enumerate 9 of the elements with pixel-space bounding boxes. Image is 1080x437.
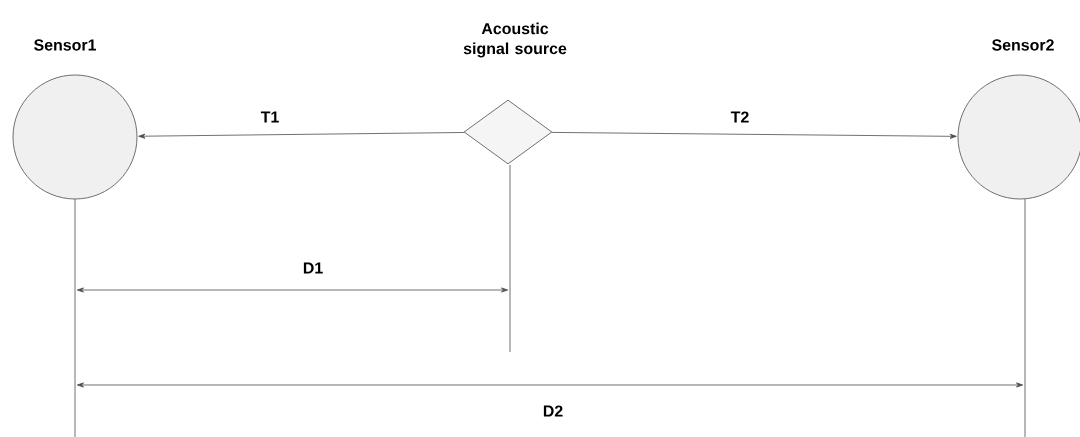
node-heading: Acoustic signal source (463, 22, 567, 58)
node-heading: Sensor1 (34, 39, 96, 51)
dimension-label: D1 (303, 262, 323, 274)
arrow (138, 132, 465, 139)
dimension-label: D2 (543, 405, 563, 417)
edge-label: T2 (729, 110, 751, 124)
arrow (551, 132, 957, 139)
node-heading: Sensor2 (992, 39, 1054, 51)
edge-label: T1 (259, 110, 281, 124)
